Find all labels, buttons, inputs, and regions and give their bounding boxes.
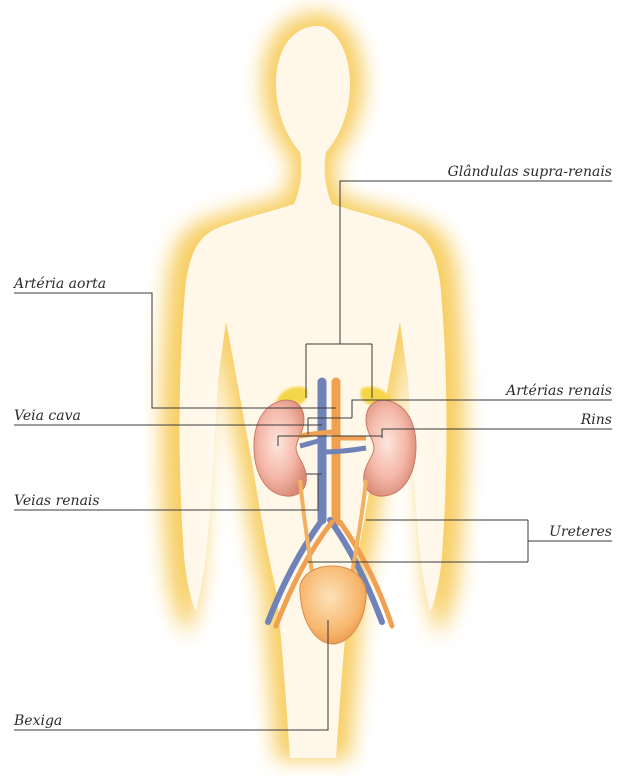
- label-renal-veins: Veias renais: [14, 493, 100, 509]
- label-aorta: Artéria aorta: [12, 276, 106, 292]
- label-ureters: Ureteres: [549, 524, 612, 540]
- label-vena-cava: Veia cava: [14, 408, 81, 424]
- label-kidneys: Rins: [580, 412, 612, 428]
- body-silhouette: [161, 12, 466, 760]
- label-bladder: Bexiga: [13, 713, 62, 729]
- label-renal-arteries: Artérias renais: [504, 383, 612, 399]
- label-adrenal-glands: Glândulas supra-renais: [448, 164, 612, 180]
